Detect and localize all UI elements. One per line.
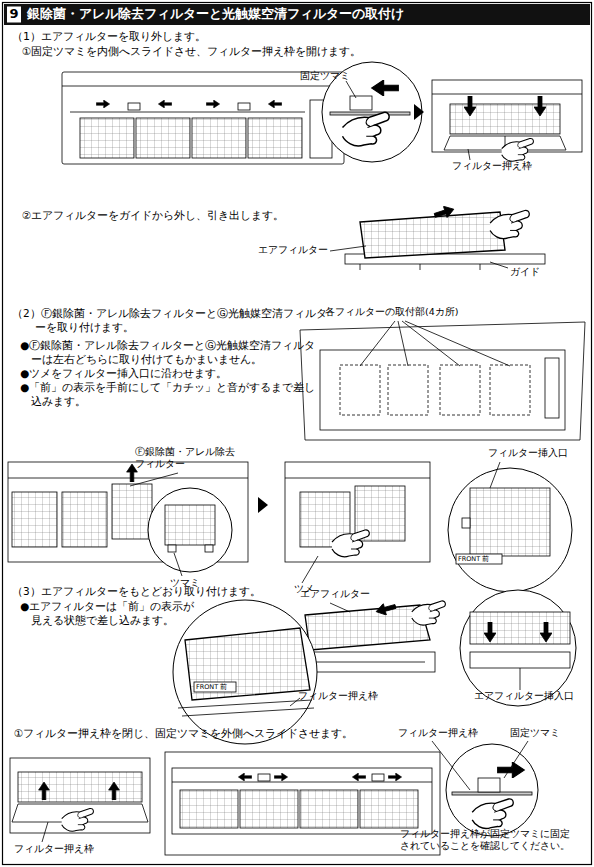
part-label: 固定ツマミ (510, 727, 560, 739)
note-text: ●「前」の表示を手前にして「カチッ」と音がするまで差し込みます。 (20, 381, 321, 408)
unit-illustration-5 (173, 590, 576, 744)
filter-marking: FRONT 前 (458, 555, 489, 563)
unit-illustration-2 (330, 204, 545, 270)
part-label: 各フィルターの取付部(4カ所) (325, 306, 458, 318)
part-label: エアフィルター挿入口 (474, 690, 574, 702)
note-text: ●エアフィルターは「前」の表示が見える状態で差し込みます。 (20, 600, 203, 627)
unit-illustration-4 (8, 462, 572, 592)
unit-illustration-3 (300, 321, 585, 440)
step-heading: （2）Ⓕ銀除菌・アレル除去フィルターとⒼ光触媒空清フィルターを取り付けます。 (12, 307, 327, 334)
page-frame (3, 3, 592, 865)
part-label: Ⓕ銀除菌・アレル除去フィルター (135, 446, 243, 471)
section-title: 銀除菌・アレル除去フィルターと光触媒空清フィルターの取付け (27, 6, 404, 22)
part-label: ガイド (510, 266, 540, 278)
part-label: フィルター押え枠 (452, 160, 532, 172)
part-label: エアフィルター (300, 588, 370, 600)
step-heading: （3）エアフィルターをもとどおり取り付けます。 (12, 585, 261, 599)
part-label: フィルター挿入口 (488, 447, 568, 459)
part-label: 固定ツマミ (300, 70, 350, 82)
instruction-text: ①固定ツマミを内側へスライドさせ、フィルター押え枠を開けます。 (22, 45, 361, 59)
unit-illustration-1 (62, 62, 582, 164)
note-text: ●Ⓕ銀除菌・アレル除去フィルターとⒼ光触媒空清フィルターは左右どちらに取り付けて… (20, 339, 321, 366)
instruction-text: ②エアフィルターをガイドから外し、引き出します。 (22, 209, 284, 223)
note-text: フィルター押え枠が固定ツマミに固定されていることを確認してください。 (400, 828, 572, 853)
section-number: 9 (7, 6, 21, 22)
instruction-text: ①フィルター押え枠を閉じ、固定ツマミを外側へスライドさせます。 (14, 727, 353, 741)
part-label: フィルター押え枠 (298, 690, 378, 702)
step-heading: （1）エアフィルターを取り外します。 (12, 30, 206, 44)
part-label: エアフィルター (258, 244, 328, 256)
part-label: フィルター押え枠 (398, 727, 478, 739)
part-label: フィルター押え枠 (14, 843, 94, 855)
filter-marking: FRONT 前 (196, 683, 227, 691)
note-text: ●ツメをフィルター挿入口に沿わせます。 (20, 367, 227, 381)
